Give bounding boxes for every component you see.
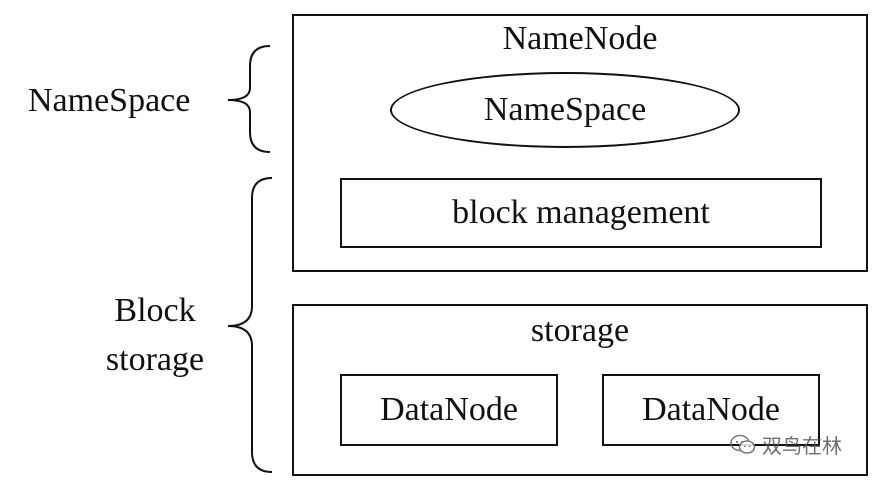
datanode-box-1: DataNode [340,374,558,446]
datanode-box-2: DataNode [602,374,820,446]
namenode-box: NameNode NameSpace block management [292,14,868,272]
datanode-label-2: DataNode [642,391,780,428]
datanode-label-1: DataNode [380,391,518,428]
namenode-title: NameNode [502,20,658,57]
namespace-ellipse-label: NameSpace [483,91,647,128]
block-storage-line1: Block [114,292,196,329]
wechat-icon [730,434,756,454]
namespace-ellipse: NameSpace [390,72,740,148]
block-management-label: block management [452,194,710,231]
block-storage-line2: storage [105,341,205,379]
namespace-side-label: NameSpace [28,82,191,119]
storage-title: storage [530,312,630,349]
namespace-brace [227,45,271,153]
block-management-box: block management [340,178,822,248]
block-storage-brace [227,177,273,473]
block-storage-side-label: Block storage [90,286,220,385]
storage-box: storage DataNode DataNode [292,304,868,476]
watermark-text: 双鸟在林 [762,434,842,458]
watermark: 双鸟在林 [730,430,842,459]
